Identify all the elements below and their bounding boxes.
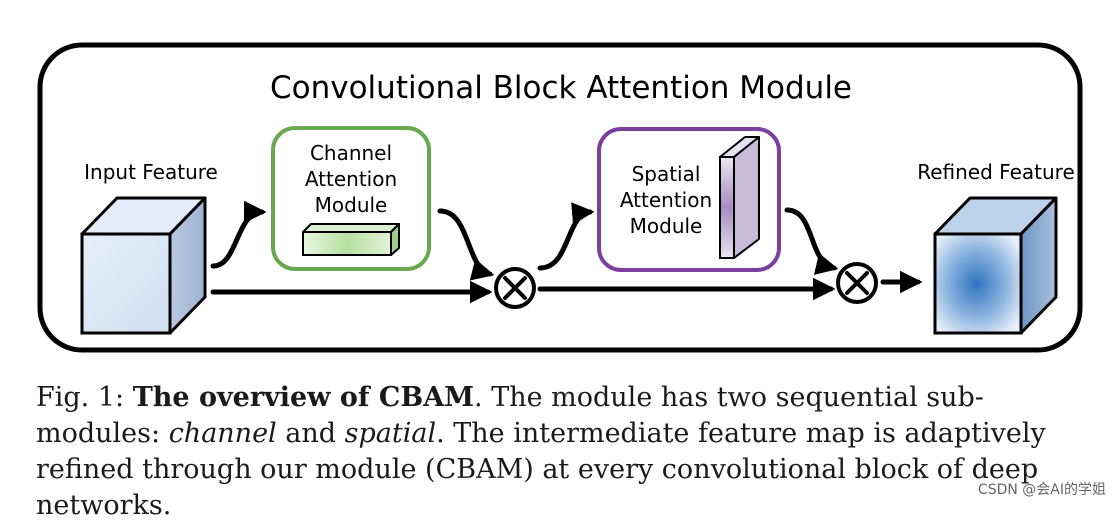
watermark: CSDN @会AI的学姐 [977, 482, 1106, 498]
multiply-operator-2 [836, 262, 878, 304]
cbam-diagram: Convolutional Block Attention Module Inp… [37, 42, 1083, 353]
spatial-attention-label-3: Module [630, 214, 703, 238]
arrow-input-to-channel [210, 200, 267, 269]
spatial-attention-map [719, 136, 760, 259]
caption-bold-title: The overview of CBAM [132, 382, 475, 413]
channel-attention-label-1: Channel [310, 141, 392, 165]
refined-feature-label: Refined Feature [917, 160, 1075, 184]
caption-text-2: and [276, 418, 345, 449]
spatial-attention-label-2: Attention [620, 188, 712, 212]
channel-attention-vector [302, 223, 400, 256]
arrow-spatial-to-multiply [784, 207, 839, 275]
arrow-channel-to-multiply [437, 208, 495, 281]
caption-text-1: . The module has two sequential sub-modu… [36, 382, 984, 449]
arrow-multiply-to-spatial [537, 202, 595, 271]
diagram-title: Convolutional Block Attention Module [270, 70, 852, 106]
channel-attention-label-2: Attention [305, 167, 397, 191]
input-feature-cube [80, 196, 207, 335]
input-feature-label: Input Feature [84, 160, 218, 184]
figure-caption: Fig. 1: The overview of CBAM. The module… [36, 380, 1106, 524]
multiply-operator-1 [494, 267, 536, 309]
channel-attention-label-3: Module [315, 193, 388, 217]
caption-italic-channel: channel [168, 418, 277, 449]
spatial-attention-label-1: Spatial [632, 162, 701, 186]
caption-fig-label: Fig. 1: [36, 382, 133, 413]
refined-feature-cube [933, 196, 1058, 335]
caption-italic-spatial: spatial [344, 418, 437, 449]
